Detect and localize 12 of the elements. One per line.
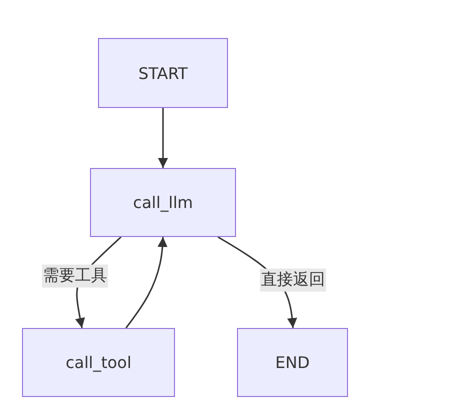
arrow <box>158 108 168 168</box>
process-box <box>90 168 236 237</box>
process-box <box>237 328 348 397</box>
process-box <box>22 328 175 397</box>
node-label: call_tool <box>66 353 132 372</box>
arrow <box>125 236 168 328</box>
edge-label: 直接返回 <box>260 268 326 292</box>
process-box <box>98 38 228 108</box>
node-label: call_llm <box>133 193 193 212</box>
node-label: START <box>138 64 188 82</box>
node-label: END <box>275 353 310 372</box>
edge-label: 需要工具 <box>42 264 108 288</box>
